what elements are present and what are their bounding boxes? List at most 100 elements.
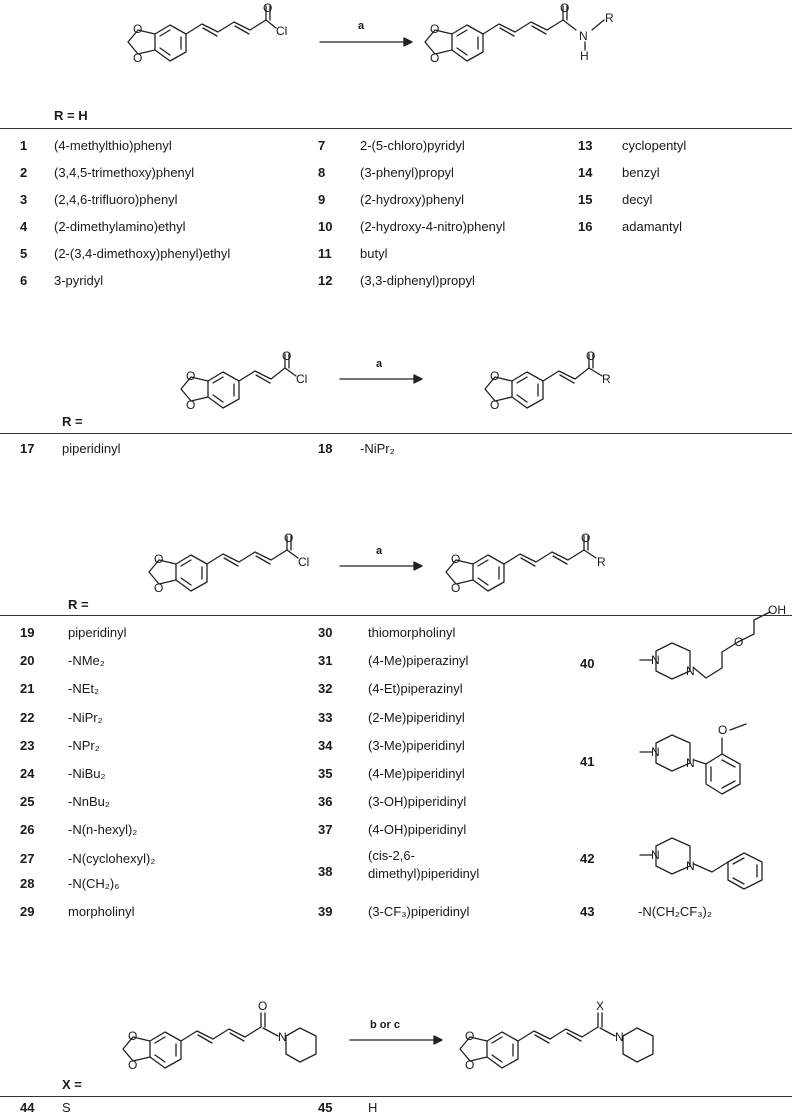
atom-H: H [580,49,589,63]
atom-O: O [451,552,460,566]
atom-N: N [651,653,660,667]
reagent-label: a [376,358,383,370]
compound-number: 13 [578,138,593,153]
reagent-label: b or c [370,1019,400,1031]
compound-number: 11 [318,246,332,261]
atom-N: N [651,745,660,759]
atom-O: O [734,635,743,649]
substituent-label: (2-Me)piperidinyl [368,710,465,725]
table-divider [0,1096,792,1097]
substituent-label: H [368,1100,378,1115]
compound-number: 40 [580,656,595,671]
compound-number: 28 [20,876,35,891]
compound-41-structure [639,723,747,795]
substituent-label: S [62,1100,71,1115]
atom-OH: OH [768,603,786,617]
compound-number: 44 [20,1100,35,1115]
table-divider [0,615,792,616]
atom-N: N [686,756,695,770]
substituent-label: -NEt₂ [68,681,100,696]
atom-O: O [581,531,590,545]
substituent-label: (2-hydroxy-4-nitro)phenyl [360,219,506,234]
r-header: X = [62,1077,82,1092]
scheme2-reactant [180,353,297,409]
substituent-label: (3-OH)piperidinyl [368,794,467,809]
compound-number: 42 [580,851,595,866]
scheme1-product [424,5,605,62]
substituent-label: adamantyl [622,219,682,234]
atom-O: O [154,552,163,566]
compound-number: 16 [578,219,593,234]
compound-number: 25 [20,794,35,809]
atom-O: O [560,1,569,15]
compound-number: 4 [20,219,28,234]
compound-number: 34 [318,738,333,753]
substituent-label: -NiPr₂ [360,441,395,456]
substituent-label: -N(n-hexyl)₂ [68,822,138,837]
reagent-label: a [358,20,365,32]
substituent-label: -N(CH₂)₆ [68,876,120,891]
compound-number: 6 [20,273,28,288]
compound-number: 9 [318,192,326,207]
compound-number: 19 [20,625,35,640]
compound-number: 43 [580,904,595,919]
compound-number: 38 [318,864,333,879]
compound-number: 35 [318,766,333,781]
substituent-label: (4-Me)piperidinyl [368,766,465,781]
r-header: R = H [54,108,88,123]
scheme4-reactant [122,1012,317,1069]
reagent-label: a [376,545,383,557]
atom-N: N [615,1030,624,1044]
atom-O: O [263,1,272,15]
atom-O: O [490,398,499,412]
substituent-label: (4-Me)piperazinyl [368,653,469,668]
compound-number: 8 [318,165,326,180]
compound-number: 32 [318,681,333,696]
atom-O: O [186,369,195,383]
atom-O: O [133,22,142,36]
atom-Cl: Cl [298,555,309,569]
compound-number: 29 [20,904,35,919]
substituent-label: thiomorpholinyl [368,625,456,640]
substituent-label: -NMe₂ [68,653,105,668]
atom-O: O [284,531,293,545]
substituent-label: 2-(5-chloro)pyridyl [360,138,465,153]
atom-O: O [465,1058,474,1072]
atom-Cl: Cl [276,24,287,38]
substituent-label: (3-Me)piperidinyl [368,738,465,753]
compound-number: 14 [578,165,593,180]
atom-O: O [128,1029,137,1043]
atom-O: O [154,581,163,595]
substituent-label: -NPr₂ [68,738,100,753]
substituent-label: cyclopentyl [622,138,687,153]
compound-number: 7 [318,138,326,153]
r-header: R = [62,414,83,429]
atom-O: O [490,369,499,383]
substituent-label: (2-dimethylamino)ethyl [54,219,186,234]
substituent-label: (4-methylthio)phenyl [54,138,172,153]
compound-number: 17 [20,441,35,456]
atom-N: N [579,29,588,43]
compound-number: 30 [318,625,333,640]
compound-number: 39 [318,904,333,919]
atom-O: O [133,51,142,65]
atom-R: R [597,555,606,569]
atom-O: O [718,723,727,737]
substituent-label: morpholinyl [68,904,135,919]
compound-number: 18 [318,441,333,456]
compound-number: 12 [318,273,333,288]
atom-N: N [686,859,695,873]
atom-N: N [686,664,695,678]
substituent-label: -NnBu₂ [68,794,110,809]
compound-number: 21 [20,681,35,696]
compound-number: 36 [318,794,333,809]
atom-O: O [451,581,460,595]
atom-R: R [602,372,611,386]
substituent-label: (3-CF₃)piperidinyl [368,904,470,919]
atom-X: X [596,999,604,1013]
compound-40-structure [639,611,771,680]
substituent-label: (4-OH)piperidinyl [368,822,467,837]
scheme2-product [484,353,603,409]
atom-O: O [586,349,595,363]
scheme1-reactant [127,5,277,62]
